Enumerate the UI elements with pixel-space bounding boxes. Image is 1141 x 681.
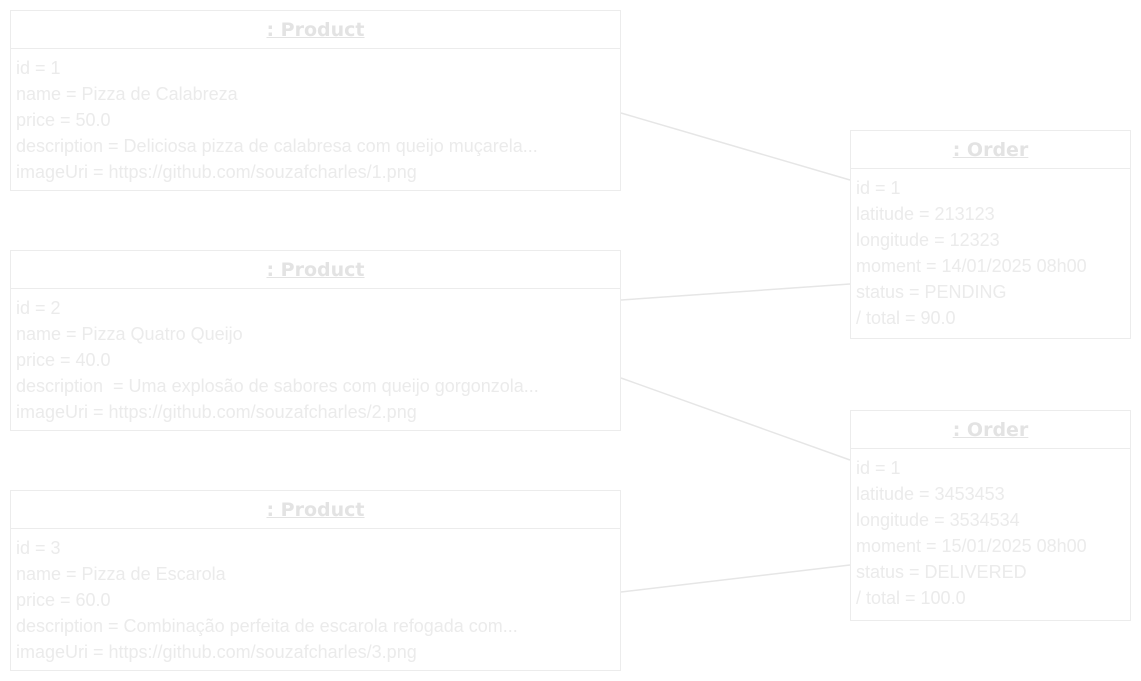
attr-description: description = Combinação perfeita de esc…: [16, 616, 518, 636]
attr-name: name = Pizza de Escarola: [16, 564, 226, 584]
attr-name: name = Pizza Quatro Queijo: [16, 324, 243, 344]
object-title: : Product: [11, 11, 620, 49]
attr-image-uri: imageUri = https://github.com/souzafchar…: [16, 642, 417, 662]
attr-longitude: longitude = 3534534: [856, 510, 1020, 530]
link-product-1-order-1: [620, 112, 851, 181]
order-object-1[interactable]: : Order id = 1 latitude = 213123 longitu…: [850, 130, 1131, 339]
object-title: : Product: [11, 491, 620, 529]
attr-status: status = PENDING: [856, 282, 1007, 302]
link-product-3-order-2: [620, 564, 851, 593]
link-product-2-order-1: [620, 283, 851, 301]
attr-total: / total = 100.0: [856, 588, 966, 608]
attr-price: price = 40.0: [16, 350, 111, 370]
attribute-list: id = 3 name = Pizza de Escarola price = …: [11, 529, 620, 665]
attr-image-uri: imageUri = https://github.com/souzafchar…: [16, 162, 417, 182]
attribute-list: id = 1 latitude = 3453453 longitude = 35…: [851, 449, 1130, 611]
attr-id: id = 2: [16, 298, 61, 318]
attr-name: name = Pizza de Calabreza: [16, 84, 238, 104]
link-product-2-order-2: [620, 377, 851, 461]
product-object-1[interactable]: : Product id = 1 name = Pizza de Calabre…: [10, 10, 621, 191]
attribute-list: id = 1 name = Pizza de Calabreza price =…: [11, 49, 620, 185]
product-object-2[interactable]: : Product id = 2 name = Pizza Quatro Que…: [10, 250, 621, 431]
attr-status: status = DELIVERED: [856, 562, 1027, 582]
product-object-3[interactable]: : Product id = 3 name = Pizza de Escarol…: [10, 490, 621, 671]
attr-total: / total = 90.0: [856, 308, 956, 328]
attr-id: id = 1: [856, 458, 901, 478]
attribute-list: id = 2 name = Pizza Quatro Queijo price …: [11, 289, 620, 425]
attr-price: price = 60.0: [16, 590, 111, 610]
attr-latitude: latitude = 3453453: [856, 484, 1005, 504]
attr-price: price = 50.0: [16, 110, 111, 130]
attribute-list: id = 1 latitude = 213123 longitude = 123…: [851, 169, 1130, 331]
attr-description: description = Deliciosa pizza de calabre…: [16, 136, 538, 156]
attr-image-uri: imageUri = https://github.com/souzafchar…: [16, 402, 417, 422]
object-title: : Order: [851, 131, 1130, 169]
attr-moment: moment = 15/01/2025 08h00: [856, 536, 1087, 556]
order-object-2[interactable]: : Order id = 1 latitude = 3453453 longit…: [850, 410, 1131, 621]
attr-id: id = 3: [16, 538, 61, 558]
attr-longitude: longitude = 12323: [856, 230, 1000, 250]
attr-id: id = 1: [856, 178, 901, 198]
object-title: : Order: [851, 411, 1130, 449]
object-title: : Product: [11, 251, 620, 289]
attr-id: id = 1: [16, 58, 61, 78]
attr-latitude: latitude = 213123: [856, 204, 995, 224]
attr-description: description = Uma explosão de sabores co…: [16, 376, 539, 396]
attr-moment: moment = 14/01/2025 08h00: [856, 256, 1087, 276]
